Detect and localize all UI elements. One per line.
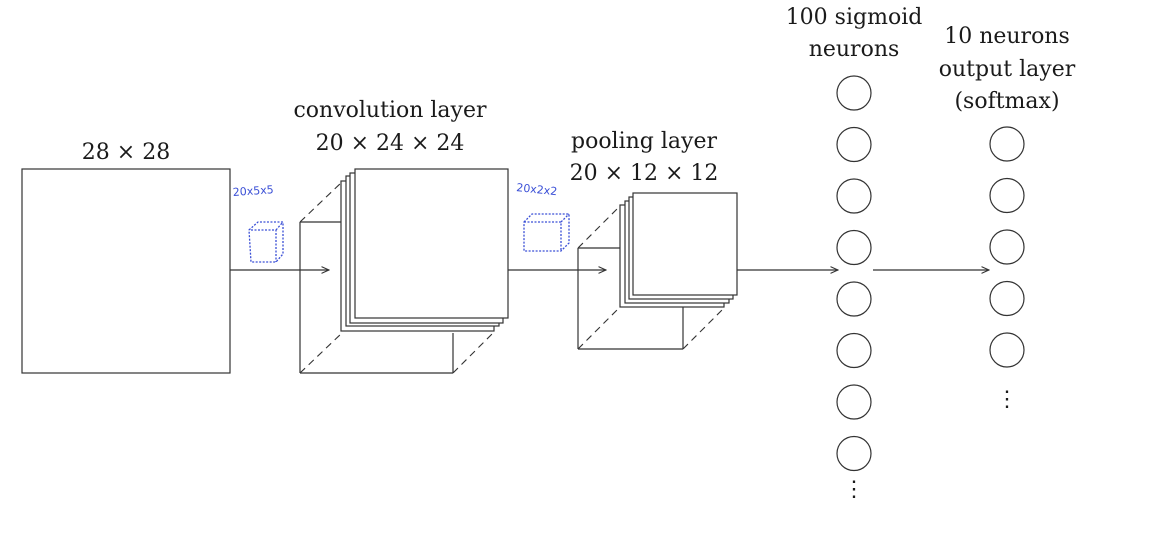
- hidden-neuron-7: [836, 384, 872, 420]
- conv-kernel-cube-edges: [251, 221, 284, 262]
- input-layer: 28 × 28: [21, 140, 231, 374]
- output-ellipsis: ⋮: [996, 387, 1018, 412]
- conv-dims: 20 × 24 × 24: [316, 131, 465, 156]
- conv-box-dashed-bottom-right: [452, 331, 495, 374]
- pool-kernel-annotation: 20x2x2: [516, 181, 558, 198]
- pool-title: pooling layer: [571, 129, 717, 154]
- output-title-line3: (softmax): [954, 89, 1059, 114]
- hidden-neuron-4: [836, 229, 872, 266]
- pool-box-dashed-top: [577, 205, 621, 249]
- conv-kernel-sketch: 20x5x5: [232, 183, 284, 263]
- hidden-neuron-1: [836, 75, 872, 111]
- conv-box-dashed-top: [299, 180, 344, 223]
- output-title-line2: output layer: [939, 57, 1076, 82]
- pool-dims: 20 × 12 × 12: [570, 161, 719, 186]
- hidden-neuron-8: [836, 435, 872, 472]
- hidden-neuron-5: [836, 281, 872, 317]
- conv-title: convolution layer: [293, 98, 486, 123]
- hidden-neuron-3: [836, 178, 872, 214]
- hidden-neuron-6: [836, 332, 872, 369]
- conv-kernel-cube-icon: [248, 221, 284, 263]
- pool-kernel-cube-edges: [524, 213, 570, 251]
- hidden-title-line2: neurons: [809, 37, 900, 62]
- hidden-ellipsis: ⋮: [843, 477, 865, 502]
- pool-feature-map-1: [632, 192, 738, 296]
- output-layer: 10 neurons output layer (softmax) ⋮: [939, 24, 1076, 412]
- conv-box-dashed-bottom-left: [299, 331, 344, 374]
- input-label: 28 × 28: [82, 140, 170, 165]
- hidden-title-line1: 100 sigmoid: [786, 5, 923, 30]
- pool-box-dashed-bottom-right: [682, 306, 726, 350]
- output-title-line1: 10 neurons: [944, 24, 1070, 49]
- conv-kernel-annotation: 20x5x5: [232, 183, 274, 199]
- output-neuron-3: [989, 229, 1025, 265]
- pooling-layer: pooling layer 20 × 12 × 12: [570, 129, 738, 350]
- pool-kernel-sketch: 20x2x2: [516, 181, 570, 252]
- hidden-neuron-2: [836, 126, 872, 163]
- hidden-layer: 100 sigmoid neurons ⋮: [786, 5, 923, 502]
- output-neuron-1: [989, 126, 1025, 162]
- conv-feature-map-1: [354, 168, 509, 319]
- output-neuron-5: [989, 332, 1025, 368]
- pool-box-dashed-bottom-left: [577, 306, 621, 350]
- pool-kernel-cube-icon: [523, 213, 570, 252]
- output-neuron-4: [989, 280, 1025, 317]
- input-square: [21, 168, 231, 374]
- output-neuron-2: [989, 177, 1025, 214]
- convolution-layer: convolution layer 20 × 24 × 24: [293, 98, 509, 374]
